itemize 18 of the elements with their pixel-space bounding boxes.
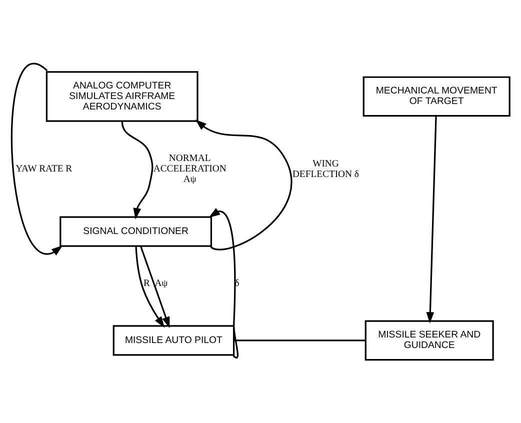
edge-label: WING DEFLECTION δ bbox=[292, 158, 359, 180]
arrow bbox=[135, 246, 165, 328]
node-box: MISSILE AUTO PILOT bbox=[112, 325, 235, 356]
edge-label: YAW RATE R bbox=[16, 164, 72, 175]
node-box: MISSILE SEEKER AND GUIDANCE bbox=[364, 320, 494, 361]
edge-label: NORMAL ACCELERATION Aψ bbox=[153, 153, 226, 186]
edge-label: Aψ bbox=[154, 278, 168, 290]
arrow bbox=[140, 246, 170, 328]
connector bbox=[234, 340, 366, 342]
arrow bbox=[11, 63, 63, 256]
node-box: SIGNAL CONDITIONER bbox=[60, 216, 212, 247]
arrow bbox=[195, 120, 292, 250]
arrow bbox=[208, 208, 238, 358]
arrow bbox=[121, 121, 154, 220]
arrow bbox=[426, 116, 437, 324]
edge-label: R bbox=[143, 278, 150, 290]
node-box: MECHANICAL MOVEMENT OF TARGET bbox=[362, 76, 510, 117]
node-box: ANALOG COMPUTER SIMULATES AIRFRAME AERODYNAMICS bbox=[46, 71, 198, 122]
